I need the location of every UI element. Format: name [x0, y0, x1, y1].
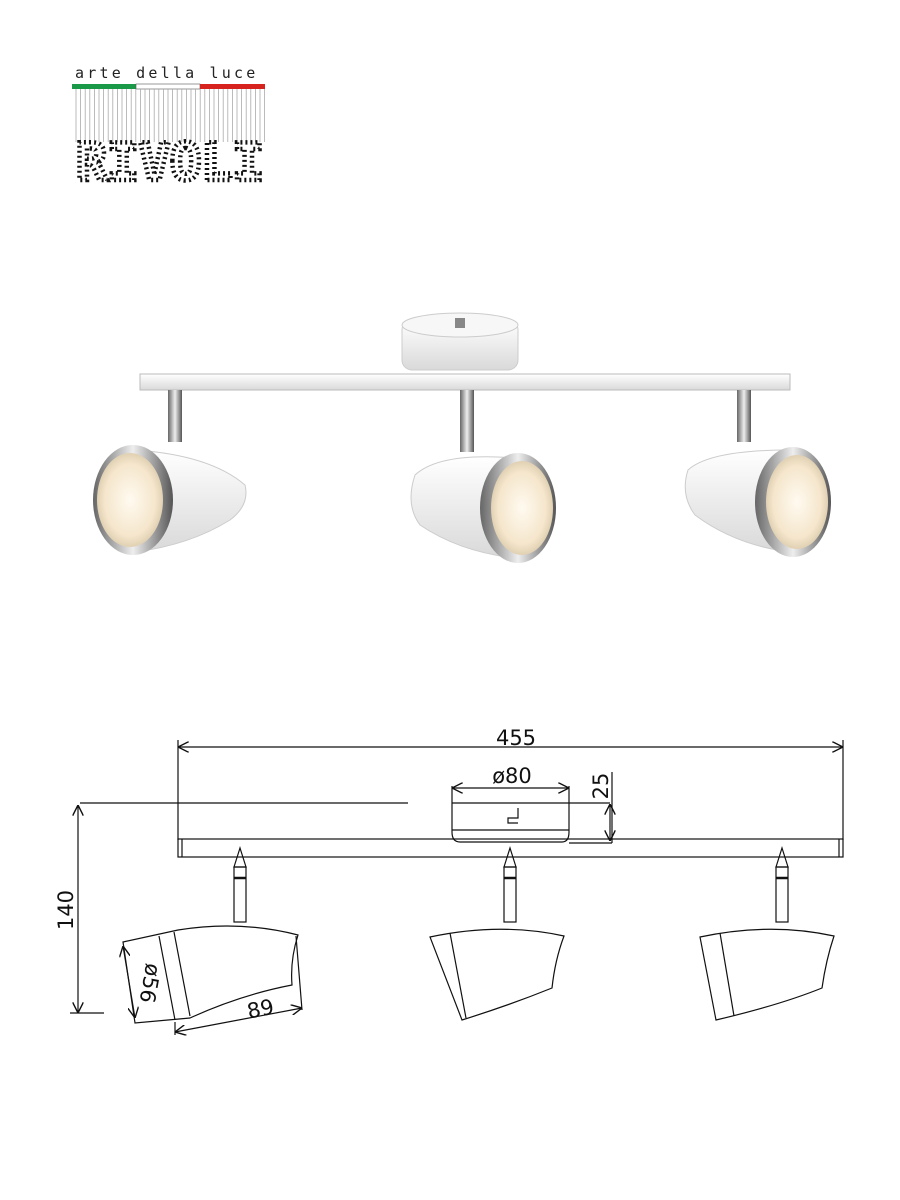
canopy-outline [451, 786, 570, 843]
technical-drawing: 455 ø80 25 140 ø56 89 [54, 726, 844, 1060]
mounting-bar [139, 373, 791, 391]
stem-middle [503, 846, 517, 923]
width-label: 455 [496, 726, 536, 750]
stem-left [233, 846, 247, 923]
logo-brand: RIVOLI [76, 133, 264, 187]
spotlight-right [684, 390, 831, 557]
canopy-diameter-label: ø80 [492, 764, 532, 788]
product-photo [93, 312, 831, 563]
shade-length-label: 89 [245, 995, 276, 1024]
canopy-height-label: 25 [589, 773, 613, 800]
rivoli-logo: RIVOLI [72, 83, 266, 187]
shade-right [699, 928, 835, 1021]
height-label: 140 [54, 890, 78, 930]
shade-diameter-label: ø56 [135, 962, 166, 1005]
shade-diameter-line [123, 946, 135, 1018]
ceiling-canopy [401, 312, 519, 371]
logo-tagline: arte della luce [75, 64, 259, 82]
spotlight-left [93, 390, 247, 555]
stem-right [775, 846, 789, 923]
shade-length-line [175, 1008, 302, 1032]
bar-outline [177, 838, 844, 858]
shade-middle [429, 928, 565, 1021]
spotlight-middle [410, 390, 556, 563]
